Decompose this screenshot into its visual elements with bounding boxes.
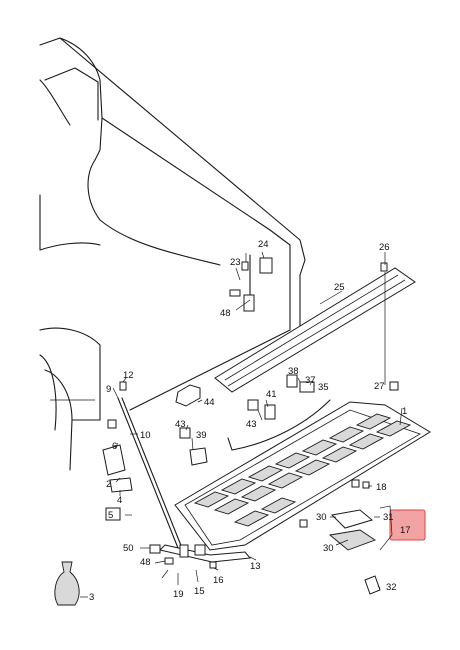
bolt-27 xyxy=(389,381,399,391)
callout-43b: 43 xyxy=(175,419,186,430)
truck-bed-outline xyxy=(39,37,306,471)
lamp-bracket-32 xyxy=(364,575,381,595)
support-cable-10 xyxy=(117,397,183,549)
callout-31: 31 xyxy=(383,512,394,523)
callout-15: 15 xyxy=(194,586,205,597)
callout-2: 2 xyxy=(106,479,111,490)
callout-39: 39 xyxy=(196,430,207,441)
striker-39 xyxy=(189,447,208,466)
nut-16 xyxy=(209,561,217,569)
callout-35: 35 xyxy=(318,382,329,393)
clip-30 xyxy=(299,519,308,528)
highlight-17 xyxy=(389,509,426,541)
callout-6: 6 xyxy=(112,441,117,452)
hinge-bracket-left xyxy=(102,444,133,493)
callout-17: 17 xyxy=(400,525,411,536)
callout-48: 48 xyxy=(220,308,231,319)
callout-23: 23 xyxy=(230,257,241,268)
callout-19: 19 xyxy=(173,589,184,600)
callout-18: 18 xyxy=(376,482,387,493)
callout-48b: 48 xyxy=(140,557,151,568)
callout-26: 26 xyxy=(379,242,390,253)
callout-labels: 1 2 3 4 5 6 10 9 12 13 15 16 17 18 19 23… xyxy=(89,239,411,603)
callout-50: 50 xyxy=(123,543,134,554)
callout-41: 41 xyxy=(266,389,277,400)
handle-bracket-44 xyxy=(175,384,201,407)
clip-30b xyxy=(351,479,360,488)
tailgate-top-cap-25 xyxy=(214,267,416,393)
tailgate-panel-1 xyxy=(174,401,431,551)
callout-24: 24 xyxy=(258,239,269,250)
latch-cover-31 xyxy=(330,509,374,529)
leader-lines xyxy=(80,251,403,598)
latch-rod xyxy=(231,399,331,451)
bolt-26 xyxy=(380,262,388,272)
callout-1: 1 xyxy=(402,406,407,417)
callout-30b: 30 xyxy=(323,543,334,554)
hardware-top xyxy=(105,257,315,565)
callout-12: 12 xyxy=(123,370,134,381)
callout-5: 5 xyxy=(108,510,113,521)
callout-9: 9 xyxy=(106,384,111,395)
callout-32: 32 xyxy=(386,582,397,593)
callout-3: 3 xyxy=(89,592,94,603)
callout-30: 30 xyxy=(316,512,327,523)
callout-37: 37 xyxy=(305,375,316,386)
callout-4: 4 xyxy=(117,495,122,506)
callout-13: 13 xyxy=(250,561,261,572)
callout-25: 25 xyxy=(334,282,345,293)
callout-27: 27 xyxy=(374,381,385,392)
panel-ribs xyxy=(193,413,412,527)
callout-38: 38 xyxy=(288,366,299,377)
grease-pouch-3 xyxy=(54,561,80,606)
callout-16: 16 xyxy=(213,575,224,586)
callout-44: 44 xyxy=(204,397,215,408)
license-lamp-17 xyxy=(328,529,376,551)
callout-43: 43 xyxy=(246,419,257,430)
callout-10: 10 xyxy=(140,430,151,441)
screw-18 xyxy=(362,481,370,489)
